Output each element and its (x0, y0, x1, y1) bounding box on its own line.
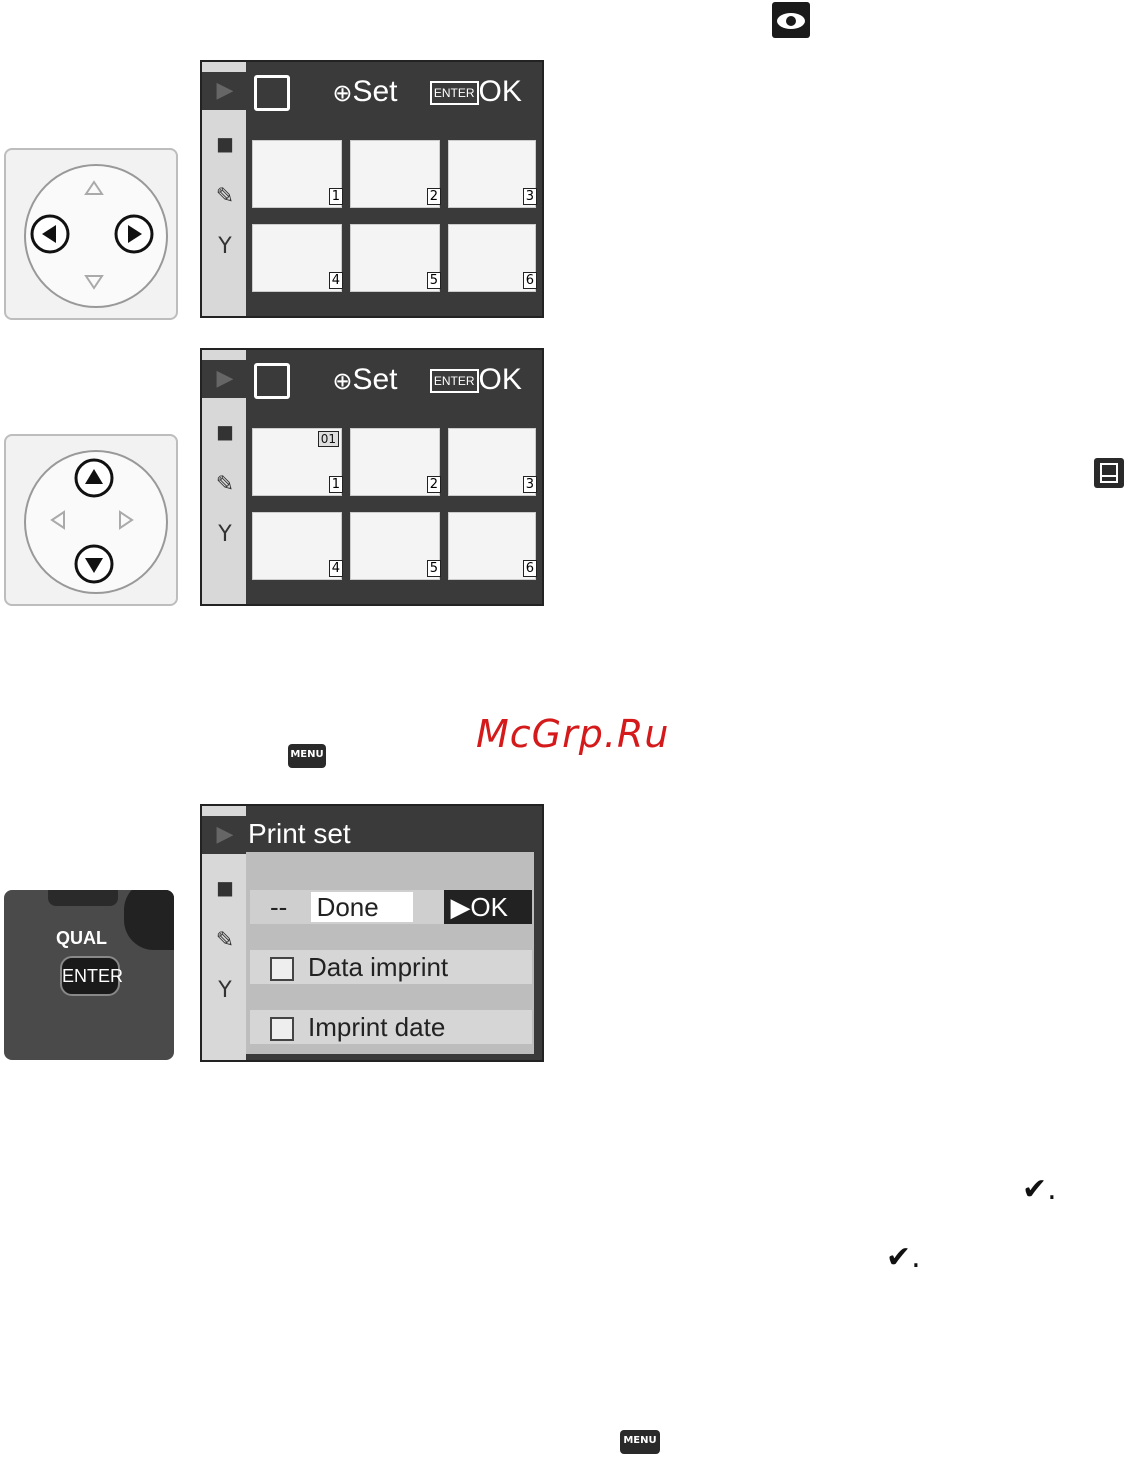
qual-label: QUAL (56, 928, 107, 949)
menu-item-imprint-date[interactable]: Imprint date (250, 1010, 532, 1044)
thumbnail-number: 3 (523, 188, 537, 205)
enter-icon: ENTER (430, 81, 479, 105)
menu-title: Print set (248, 818, 351, 850)
thumbnail[interactable]: 4 (252, 512, 342, 580)
menu-icon: MENU (288, 744, 326, 768)
multi-selector-icon: ⊕ (332, 367, 352, 395)
thumbnail-number: 2 (427, 476, 441, 493)
checkmark-icon: ✔. (886, 1240, 921, 1275)
print-icon (254, 363, 290, 399)
checkmark-icon: ✔. (1022, 1172, 1057, 1207)
thumbnail[interactable]: 4 (252, 224, 342, 292)
print-count-flag: 01 (318, 431, 339, 447)
multi-selector-left-right (4, 148, 178, 320)
pencil-icon: ✎ (212, 184, 238, 210)
thumbnail-number: 2 (427, 188, 441, 205)
playback-icon: ▶ (212, 78, 238, 104)
watermark: McGrp.Ru (476, 712, 669, 756)
thumbnail-number: 4 (329, 272, 343, 289)
wrench-icon: Y (212, 234, 238, 260)
enter-icon: ENTER (430, 369, 479, 393)
playback-icon: ▶ (212, 366, 238, 392)
thumbnail[interactable]: 3 (448, 140, 536, 208)
menu-sidebar: ▶ ◼ ✎ Y (202, 350, 246, 604)
multi-selector-icon: ⊕ (332, 79, 352, 107)
enter-button-photo: QUAL ENTER (4, 890, 174, 1060)
ok-action[interactable]: ▶OK (444, 890, 532, 924)
print-order-icon (1094, 458, 1124, 488)
thumbnail-number: 5 (427, 272, 441, 289)
multi-selector-up-down (4, 434, 178, 606)
thumbnail[interactable]: 1 (252, 140, 342, 208)
wrench-icon: Y (212, 978, 238, 1004)
thumbnail[interactable]: 6 (448, 512, 536, 580)
thumbnail[interactable]: 5 (350, 224, 440, 292)
menu-sidebar: ▶ ◼ ✎ Y (202, 62, 246, 316)
thumbnail-number: 5 (427, 560, 441, 577)
pencil-icon: ✎ (212, 928, 238, 954)
camera-icon: ◼ (212, 420, 238, 446)
playback-icon: ▶ (212, 822, 238, 848)
data-imprint-label: Data imprint (308, 952, 448, 982)
done-label: Done (311, 892, 413, 922)
menu-item-data-imprint[interactable]: Data imprint (250, 950, 532, 984)
done-prefix: -- (270, 892, 287, 922)
ok-label: OK (479, 75, 522, 108)
thumbnail-number: 1 (329, 188, 343, 205)
print-set-screen: ▶ ◼ ✎ Y Print set -- Done ▶OK Data impri… (200, 804, 544, 1062)
menu-item-done[interactable]: -- Done ▶OK (250, 890, 532, 924)
thumbnail-number: 1 (329, 476, 343, 493)
wrench-icon: Y (212, 522, 238, 548)
set-label: Set (352, 75, 397, 108)
camera-icon: ◼ (212, 876, 238, 902)
set-label: Set (352, 363, 397, 396)
imprint-date-checkbox[interactable] (270, 1017, 294, 1041)
thumbnail-number: 3 (523, 476, 537, 493)
print-icon (254, 75, 290, 111)
enter-button[interactable]: ENTER (60, 956, 120, 996)
menu-sidebar: ▶ ◼ ✎ Y (202, 806, 246, 1060)
camera-icon: ◼ (212, 132, 238, 158)
thumbnail-number: 6 (523, 272, 537, 289)
thumbnail[interactable]: 2 (350, 428, 440, 496)
thumbnail-number: 6 (523, 560, 537, 577)
thumbnail[interactable]: 5 (350, 512, 440, 580)
pencil-icon: ✎ (212, 472, 238, 498)
thumbnail[interactable]: 2 (350, 140, 440, 208)
menu-icon: MENU (620, 1430, 660, 1454)
thumbnail[interactable]: 01 1 (252, 428, 342, 496)
data-imprint-checkbox[interactable] (270, 957, 294, 981)
thumbnail[interactable]: 6 (448, 224, 536, 292)
ok-label: OK (479, 363, 522, 396)
imprint-date-label: Imprint date (308, 1012, 445, 1042)
thumbnail[interactable]: 3 (448, 428, 536, 496)
thumbnail-number: 4 (329, 560, 343, 577)
eye-icon (772, 2, 810, 38)
